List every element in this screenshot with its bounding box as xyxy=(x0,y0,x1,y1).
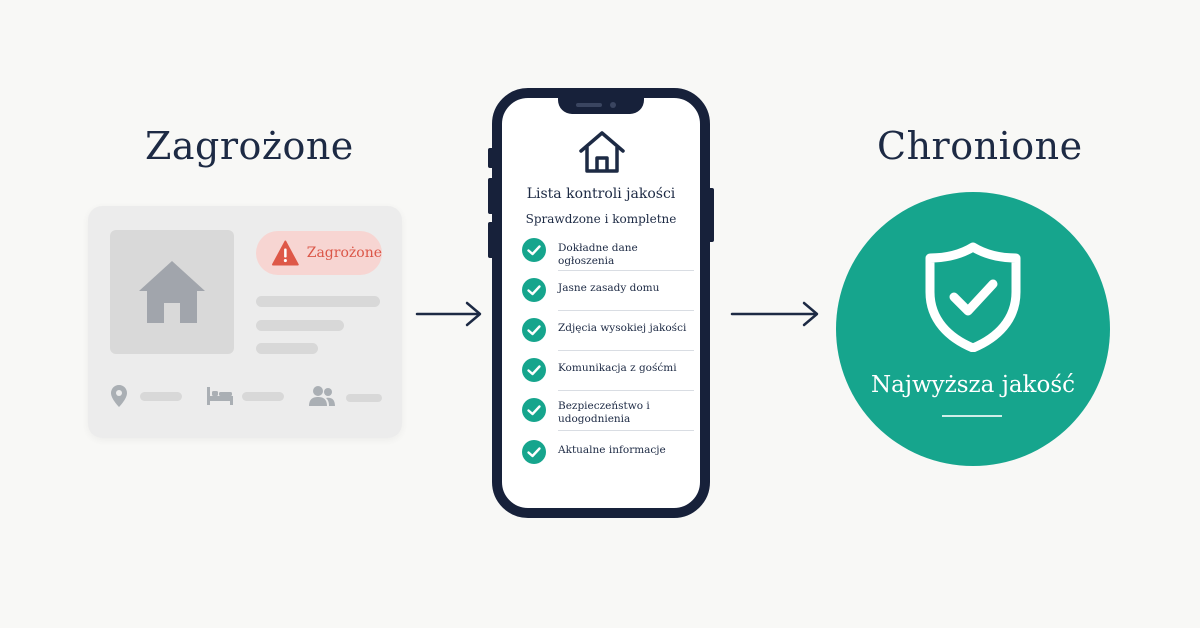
quality-badge: Najwyższa jakość xyxy=(836,192,1110,466)
checklist-item-label: Jasne zasady domu xyxy=(558,282,660,294)
divider xyxy=(558,390,694,391)
at-risk-badge-label: Zagrożone xyxy=(306,245,382,261)
divider xyxy=(558,430,694,431)
checklist-item: Aktualne informacje xyxy=(512,440,678,480)
check-circle-icon xyxy=(522,318,546,342)
checklist-item: Bezpieczeństwo i udogodnienia xyxy=(512,398,694,438)
listing-photo-placeholder xyxy=(110,230,234,354)
placeholder-line xyxy=(242,392,284,401)
location-pin-icon xyxy=(111,385,127,407)
check-circle-icon xyxy=(522,358,546,382)
checklist-item-label: Komunikacja z gośćmi xyxy=(558,362,677,374)
quality-underline xyxy=(942,415,1002,417)
listing-card: Zagrożone xyxy=(88,206,402,438)
placeholder-line xyxy=(256,343,318,354)
phone-side-button xyxy=(488,222,494,258)
checklist-item-label: Dokładne dane ogłoszenia xyxy=(558,242,638,267)
checklist-item-label: Aktualne informacje xyxy=(558,444,666,456)
shield-check-icon xyxy=(925,242,1021,352)
placeholder-line xyxy=(346,394,382,402)
phone-notch xyxy=(558,96,644,114)
checklist-item: Jasne zasady domu xyxy=(512,278,694,318)
arrow-right-icon xyxy=(730,301,819,327)
placeholder-line xyxy=(140,392,182,401)
bed-icon xyxy=(207,387,233,405)
phone-mockup: Lista kontroli jakości Sprawdzone i komp… xyxy=(492,88,710,518)
placeholder-line xyxy=(256,296,380,307)
divider xyxy=(558,350,694,351)
checklist-item-label: Bezpieczeństwo i udogodnienia xyxy=(558,400,650,425)
divider xyxy=(558,270,694,271)
check-circle-icon xyxy=(522,398,546,422)
at-risk-badge: Zagrożone xyxy=(256,231,382,275)
arrow-right-icon xyxy=(415,301,482,327)
quality-label: Najwyższa jakość xyxy=(870,372,1076,398)
check-circle-icon xyxy=(522,440,546,464)
checklist-item: Dokładne dane ogłoszenia xyxy=(512,238,694,278)
divider xyxy=(558,310,694,311)
checklist-item-label: Zdjęcia wysokiej jakości xyxy=(558,322,687,334)
home-outline-icon xyxy=(579,131,625,173)
placeholder-line xyxy=(256,320,344,331)
warning-icon xyxy=(272,240,299,266)
checklist-subtitle: Sprawdzone i kompletne xyxy=(525,212,677,226)
home-icon xyxy=(139,261,205,323)
check-circle-icon xyxy=(522,238,546,262)
checklist-item: Zdjęcia wysokiej jakości xyxy=(512,318,694,358)
checklist-item: Komunikacja z gośćmi xyxy=(512,358,694,398)
phone-side-button xyxy=(708,188,714,242)
phone-side-button xyxy=(488,178,494,214)
guests-icon xyxy=(309,386,335,406)
check-circle-icon xyxy=(522,278,546,302)
checklist-title: Lista kontroli jakości xyxy=(526,186,676,202)
phone-side-button xyxy=(488,148,494,168)
at-risk-heading: Zagrożone xyxy=(145,124,354,168)
protected-heading: Chronione xyxy=(877,124,1083,168)
